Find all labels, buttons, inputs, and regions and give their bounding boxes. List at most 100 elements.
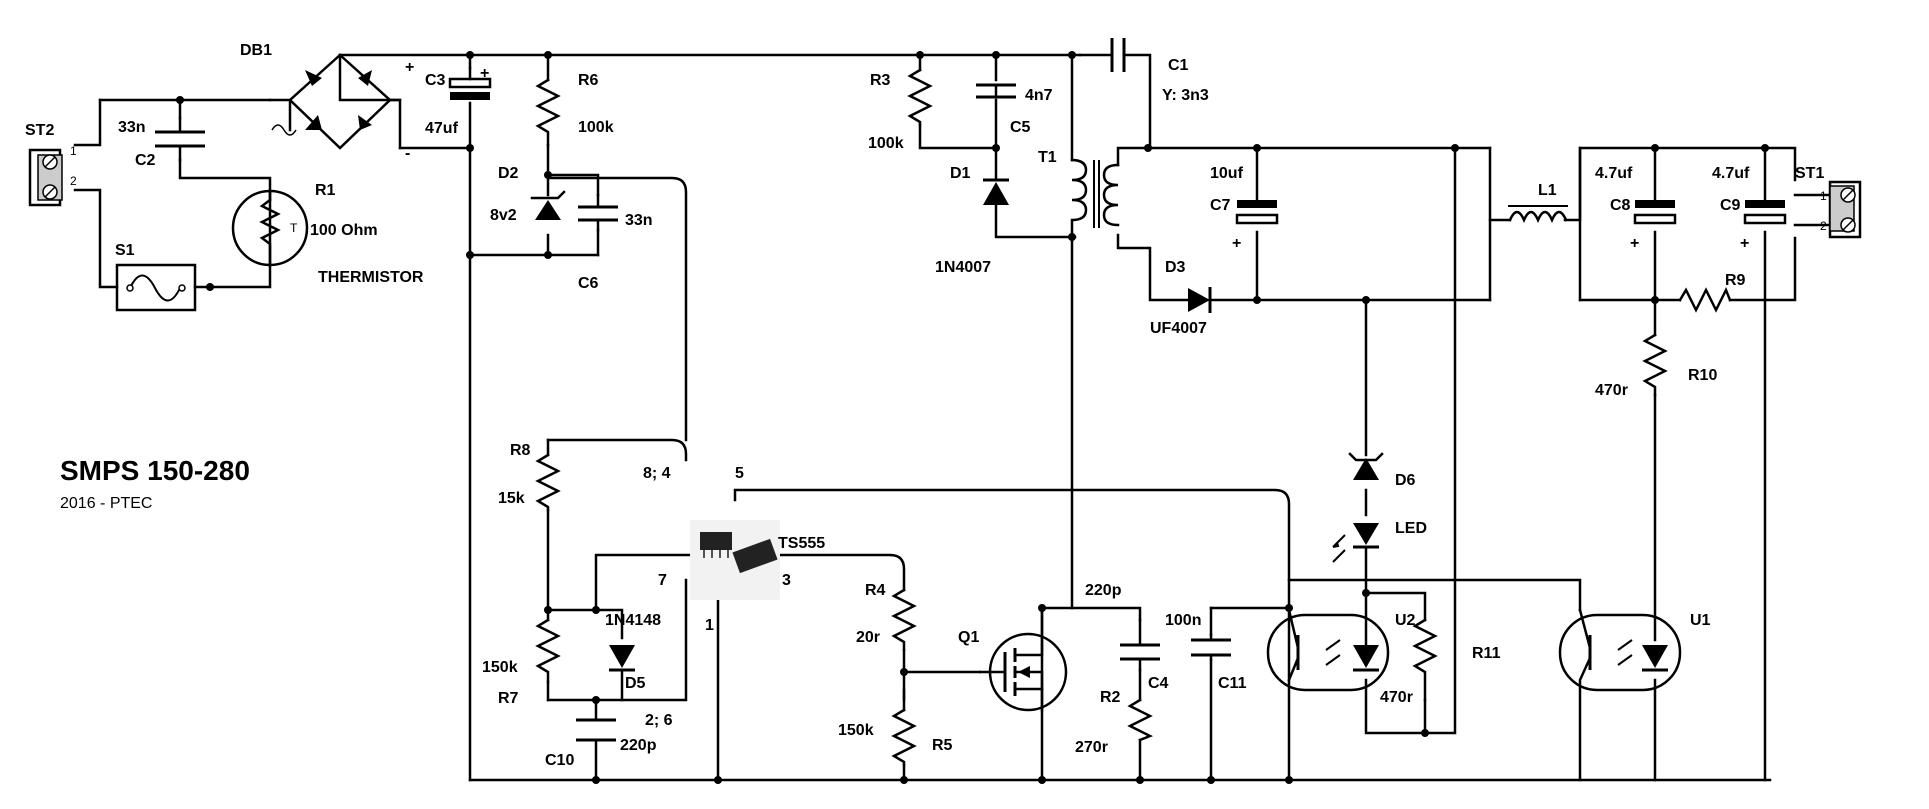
c9-value: 4.7uf — [1712, 165, 1750, 182]
r7-label: R7 — [498, 690, 519, 707]
c1-capacitor — [1078, 38, 1126, 72]
d3-value: UF4007 — [1150, 320, 1207, 337]
c11-label: C11 — [1218, 675, 1247, 692]
wires — [73, 53, 1832, 782]
db1-bridge — [271, 53, 402, 150]
st1-pin2: 2 — [1820, 219, 1827, 233]
c3-capacitor — [448, 66, 492, 100]
r11-resistor — [1412, 618, 1438, 702]
c8-label: C8 — [1610, 197, 1631, 214]
r8-label: R8 — [510, 442, 531, 459]
c5-value: 4n7 — [1025, 87, 1053, 104]
d6-label: D6 — [1395, 472, 1416, 489]
c10-label: C10 — [545, 752, 574, 769]
c11-capacitor — [1191, 633, 1231, 662]
d1-label: D1 — [950, 165, 971, 182]
r8-value: 15k — [498, 490, 525, 507]
st1-label: ST1 — [1795, 165, 1824, 182]
u1-label: U1 — [1690, 612, 1711, 629]
c10-capacitor — [576, 718, 616, 742]
d6-zener — [1348, 452, 1384, 480]
c7-plus: + — [1232, 235, 1241, 252]
c7-label: C7 — [1210, 197, 1231, 214]
db1-label: DB1 — [240, 42, 272, 59]
schematic-subtitle: 2016 - PTEC — [60, 495, 152, 512]
r1-mark: T — [290, 221, 298, 235]
l1-inductor — [1508, 205, 1568, 224]
r9-resistor — [1678, 286, 1732, 313]
st2-label: ST2 — [25, 122, 54, 139]
r9-label: R9 — [1725, 272, 1746, 289]
d5-diode — [609, 645, 635, 672]
r1-type: THERMISTOR — [318, 269, 424, 286]
r6-label: R6 — [578, 72, 599, 89]
r2-label: R2 — [1100, 689, 1121, 706]
c9-plus: + — [1740, 235, 1749, 252]
c2-label: C2 — [135, 152, 156, 169]
d2-value: 8v2 — [490, 207, 517, 224]
r10-resistor — [1642, 333, 1668, 397]
d3-label: D3 — [1165, 259, 1186, 276]
u2-optocoupler — [1266, 608, 1390, 692]
c1-label: C1 — [1168, 57, 1189, 74]
c2-capacitor — [155, 116, 205, 162]
d1-diode — [983, 178, 1009, 205]
labels: SMPS 150-280 2016 - PTEC ST2 1 2 DB1 + -… — [25, 42, 1827, 769]
pin7-label: 7 — [658, 572, 667, 589]
r2-value: 270r — [1075, 739, 1108, 756]
u2-value: 470r — [1380, 689, 1413, 706]
ts555-ic — [690, 520, 780, 600]
r4-label: R4 — [865, 582, 886, 599]
c9-capacitor — [1743, 200, 1787, 225]
c4-capacitor — [1120, 618, 1160, 672]
r1-label: R1 — [315, 182, 336, 199]
st2-pin1: 1 — [70, 144, 77, 158]
r3-value: 100k — [868, 135, 904, 152]
c2-value: 33n — [118, 119, 146, 136]
r10-value: 470r — [1595, 382, 1628, 399]
d5-value: 1N4148 — [605, 612, 661, 629]
r6-value: 100k — [578, 119, 614, 136]
r3-resistor — [907, 68, 933, 127]
d5-label: D5 — [625, 675, 646, 692]
db1-plus: + — [405, 59, 414, 76]
pin5-label: 5 — [735, 465, 744, 482]
c5-label: C5 — [1010, 119, 1031, 136]
r7-value: 150k — [482, 659, 518, 676]
c4-label: C4 — [1148, 675, 1169, 692]
c7-value: 10uf — [1210, 165, 1244, 182]
c3-label: C3 — [425, 72, 446, 89]
ic-label: TS555 — [778, 535, 825, 552]
r4-value: 20r — [856, 629, 880, 646]
pin1-label: 1 — [705, 617, 714, 634]
st2-pin2: 2 — [70, 174, 77, 188]
c3-value: 47uf — [425, 120, 459, 137]
c7-capacitor — [1235, 200, 1279, 225]
s1-fuse — [115, 263, 197, 312]
c10-value: 220p — [620, 737, 657, 754]
r1-thermistor — [231, 189, 309, 267]
r11-label: R11 — [1472, 645, 1501, 662]
l1-label: L1 — [1538, 182, 1557, 199]
c5-capacitor — [976, 83, 1016, 99]
c6-value: 33n — [625, 212, 653, 229]
d2-zener — [530, 190, 566, 220]
t1-label: T1 — [1038, 149, 1057, 166]
s1-label: S1 — [115, 242, 135, 259]
u1-optocoupler — [1558, 608, 1682, 782]
r3-label: R3 — [870, 72, 891, 89]
pin26-label: 2; 6 — [645, 712, 673, 729]
pin84-label: 8; 4 — [643, 465, 671, 482]
r1-value: 100 Ohm — [310, 222, 378, 239]
u2-label: U2 — [1395, 612, 1416, 629]
d2-label: D2 — [498, 165, 519, 182]
d1-value: 1N4007 — [935, 259, 991, 276]
st1-terminal — [1828, 180, 1862, 239]
st2-terminal — [28, 148, 63, 207]
st1-pin1: 1 — [1820, 189, 1827, 203]
c6-label: C6 — [578, 275, 599, 292]
r6-resistor — [535, 78, 561, 147]
c9-label: C9 — [1720, 197, 1741, 214]
r5-label: R5 — [932, 737, 953, 754]
